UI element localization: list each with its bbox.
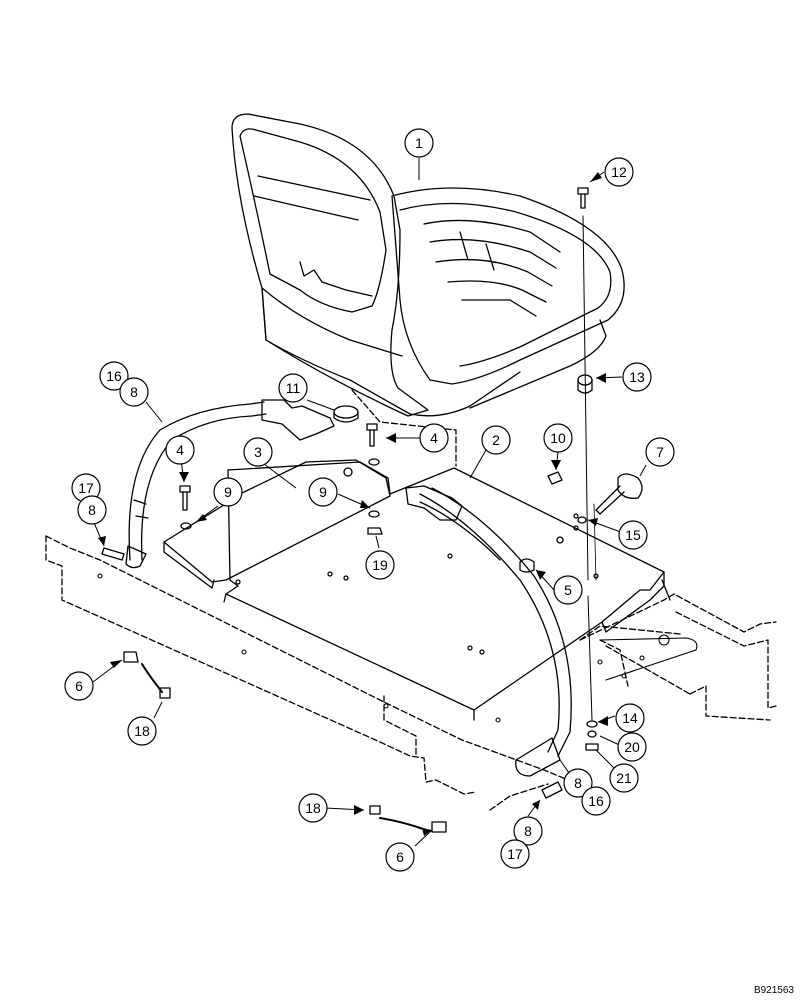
callout-2-label: 2 (492, 432, 500, 448)
callouts: 1 12 13 16 8 11 4 4 3 2 10 7 17 8 9 9 19… (64, 128, 675, 872)
callout-18-bottom: 18 (298, 793, 328, 823)
callout-4-left-label: 4 (176, 442, 184, 458)
callout-12-label: 12 (611, 164, 627, 180)
callout-12: 12 (604, 157, 634, 187)
callout-9-left: 9 (213, 477, 243, 507)
callout-9-center: 9 (308, 477, 338, 507)
callout-18-left-label: 18 (134, 723, 150, 739)
seat-belt-right (405, 485, 572, 777)
callout-8-left-label: 8 (88, 502, 96, 518)
callout-19-label: 19 (372, 557, 388, 573)
callout-6-bottom-label: 6 (396, 849, 404, 865)
callout-8-right-label: 8 (574, 775, 582, 791)
callout-15-label: 15 (625, 527, 641, 543)
callout-6-bottom: 6 (385, 842, 415, 872)
callout-20-label: 20 (624, 739, 640, 755)
callout-15: 15 (618, 520, 648, 550)
callout-20: 20 (617, 732, 647, 762)
callout-3: 3 (243, 437, 273, 467)
callout-18-bottom-label: 18 (305, 800, 321, 816)
callout-8-upper-label: 8 (130, 384, 138, 400)
callout-17-bottom-label: 17 (507, 846, 523, 862)
callout-8-right: 8 (563, 768, 593, 798)
callout-8-left: 8 (77, 495, 107, 525)
reference-code: B921563 (753, 985, 794, 996)
callout-18-left: 18 (127, 716, 157, 746)
callout-3-label: 3 (254, 444, 262, 460)
callout-13-label: 13 (629, 369, 645, 385)
callout-8-bottom: 8 (513, 816, 543, 846)
frame (45, 389, 777, 811)
callout-16-upper-label: 16 (106, 368, 122, 384)
callout-21-label: 21 (616, 770, 632, 786)
callout-7-label: 7 (656, 444, 664, 460)
callout-13: 13 (622, 362, 652, 392)
callout-21: 21 (609, 763, 639, 793)
callout-16-right-label: 16 (588, 793, 604, 809)
seat (231, 113, 625, 417)
callout-10: 10 (543, 423, 573, 453)
callout-17-bottom: 17 (500, 839, 530, 869)
callout-4-right: 4 (419, 423, 449, 453)
callout-14: 14 (615, 703, 645, 733)
callout-17-left-label: 17 (78, 480, 94, 496)
callout-1: 1 (404, 128, 434, 158)
callout-8-upper: 8 (119, 377, 149, 407)
callout-11-label: 11 (286, 380, 301, 396)
callout-7: 7 (645, 437, 675, 467)
callout-4-left: 4 (165, 435, 195, 465)
callout-19: 19 (365, 550, 395, 580)
callout-10-label: 10 (550, 430, 566, 446)
callout-5: 5 (553, 575, 583, 605)
callout-8-bottom-label: 8 (524, 823, 532, 839)
hardware (101, 187, 643, 833)
callout-1-label: 1 (415, 135, 423, 151)
callout-6-left-label: 6 (75, 678, 83, 694)
leader-lines (91, 158, 647, 847)
callout-14-label: 14 (622, 710, 638, 726)
callout-6-left: 6 (64, 671, 94, 701)
callout-11: 11 (278, 373, 308, 403)
callout-16-upper: 16 (99, 361, 129, 391)
seat-belt-left (125, 399, 335, 569)
callout-9-left-label: 9 (224, 484, 232, 500)
callout-5-label: 5 (564, 582, 572, 598)
arrowheads (98, 172, 608, 836)
callout-2: 2 (481, 425, 511, 455)
callout-17-left: 17 (71, 473, 101, 503)
callout-4-right-label: 4 (430, 430, 438, 446)
callout-9-center-label: 9 (319, 484, 327, 500)
callout-16-right: 16 (581, 786, 611, 816)
